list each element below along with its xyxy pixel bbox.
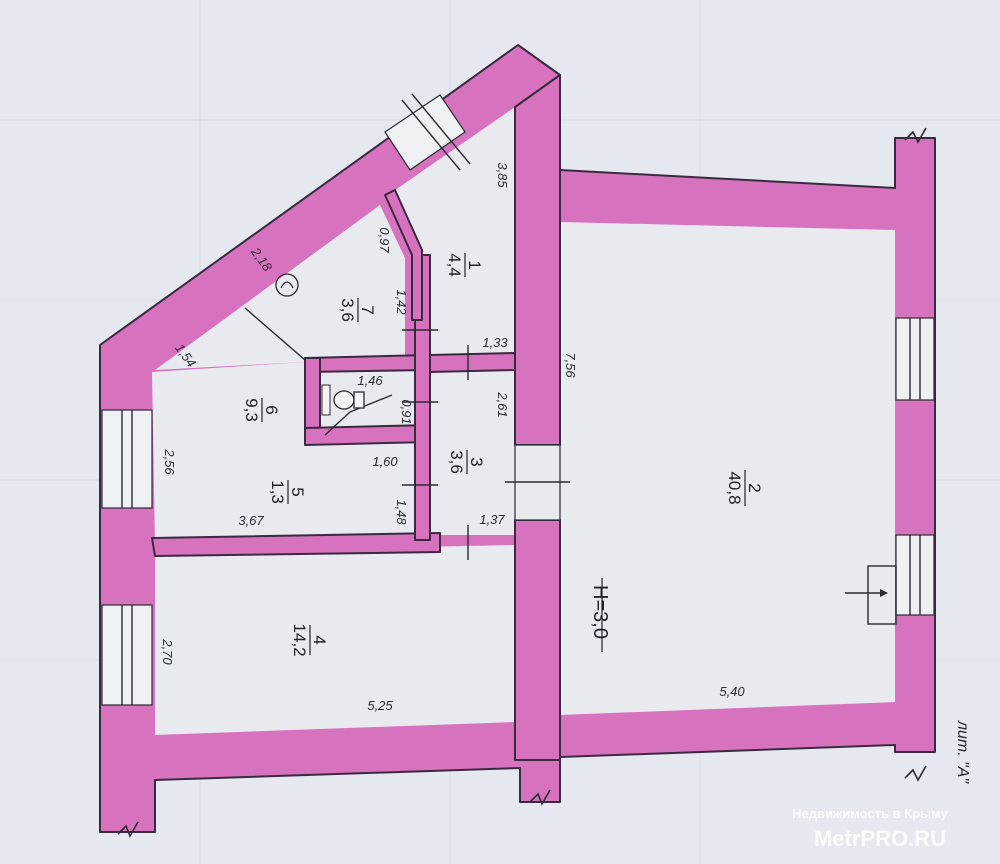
window-room-2-upper	[895, 317, 935, 401]
wall-below-room-5	[304, 424, 431, 446]
dim-1-60: 1,60	[372, 454, 398, 469]
watermark-line2: MetrPRO.RU	[814, 826, 946, 851]
dim-1-46: 1,46	[357, 373, 383, 388]
dim-7-56: 7,56	[563, 352, 578, 378]
dim-1-33: 1,33	[482, 335, 508, 350]
svg-text:9,3: 9,3	[242, 398, 261, 422]
dim-3-67: 3,67	[238, 513, 264, 528]
wall-above-room-4	[151, 532, 441, 557]
dim-5-40: 5,40	[719, 684, 745, 699]
break-marks	[117, 127, 927, 838]
dim-2-61: 2,61	[495, 391, 510, 417]
entrance-arrow-icon	[880, 589, 888, 597]
room-6-floor	[152, 362, 415, 545]
room-2-label: 2 40,8	[725, 470, 764, 506]
svg-text:2: 2	[745, 483, 764, 492]
dim-1-37: 1,37	[479, 512, 505, 527]
building-letter: лит. "А"	[954, 720, 971, 784]
door-markers	[244, 307, 570, 560]
svg-text:40,8: 40,8	[725, 471, 744, 504]
dim-5-25: 5,25	[367, 698, 393, 713]
dim-1-42: 1,42	[394, 289, 409, 315]
svg-text:1: 1	[465, 260, 484, 269]
room-labels: 1 4,4 2 40,8 3 3,6 4 14,2 5 1,3 6 9,3	[242, 253, 764, 657]
dim-3-85: 3,85	[495, 162, 510, 188]
window-room-4	[101, 604, 153, 706]
room-4-label: 4 14,2	[290, 623, 329, 656]
room-5-floor	[320, 370, 415, 428]
dim-2-70: 2,70	[160, 638, 175, 665]
wall-room-3-top	[429, 352, 516, 373]
svg-text:5: 5	[288, 487, 307, 496]
watermark-line1: Недвижимость в Крыму	[792, 806, 949, 821]
window-diagonal	[384, 93, 471, 171]
room-6-label: 6 9,3	[242, 398, 281, 422]
dim-2-56: 2,56	[162, 448, 177, 475]
drain-icon	[275, 273, 299, 297]
room-5-label: 5 1,3	[268, 480, 307, 504]
windows-left	[101, 409, 153, 706]
ceiling-height-label: H=3,0	[589, 585, 611, 639]
dim-1-48: 1,48	[394, 499, 409, 525]
room-4-floor	[155, 545, 515, 735]
dim-0-97: 0,97	[377, 227, 392, 253]
toilet-icon	[333, 390, 355, 410]
room-2-floor	[560, 222, 895, 715]
wall-room-3-left	[414, 254, 431, 541]
window-room-6	[101, 409, 153, 509]
svg-text:4: 4	[310, 635, 329, 644]
svg-text:3: 3	[467, 457, 486, 466]
svg-text:14,2: 14,2	[290, 623, 309, 656]
wall-lower-left-of-room-2	[514, 519, 561, 761]
wall-above-room-5	[304, 354, 431, 373]
entrance-door	[895, 534, 935, 616]
svg-text:3,6: 3,6	[338, 298, 357, 322]
room-3-floor	[430, 368, 515, 535]
windows-right	[845, 317, 935, 625]
partitions	[151, 74, 561, 761]
dim-0-91: 0,91	[399, 399, 414, 424]
room-1-label: 1 4,4	[445, 253, 484, 277]
room-3-label: 3 3,6	[447, 450, 486, 474]
svg-text:6: 6	[262, 405, 281, 414]
svg-text:3,6: 3,6	[447, 450, 466, 474]
room-7-label: 7 3,6	[338, 298, 377, 322]
wall-room-1-curved	[384, 189, 423, 321]
svg-text:7: 7	[358, 305, 377, 314]
svg-text:1,3: 1,3	[268, 480, 287, 504]
plumbing	[275, 273, 365, 416]
room-7-floor	[155, 205, 405, 370]
entrance-step	[867, 565, 897, 625]
svg-text:4,4: 4,4	[445, 253, 464, 277]
wall-left-of-room-2	[514, 74, 561, 446]
